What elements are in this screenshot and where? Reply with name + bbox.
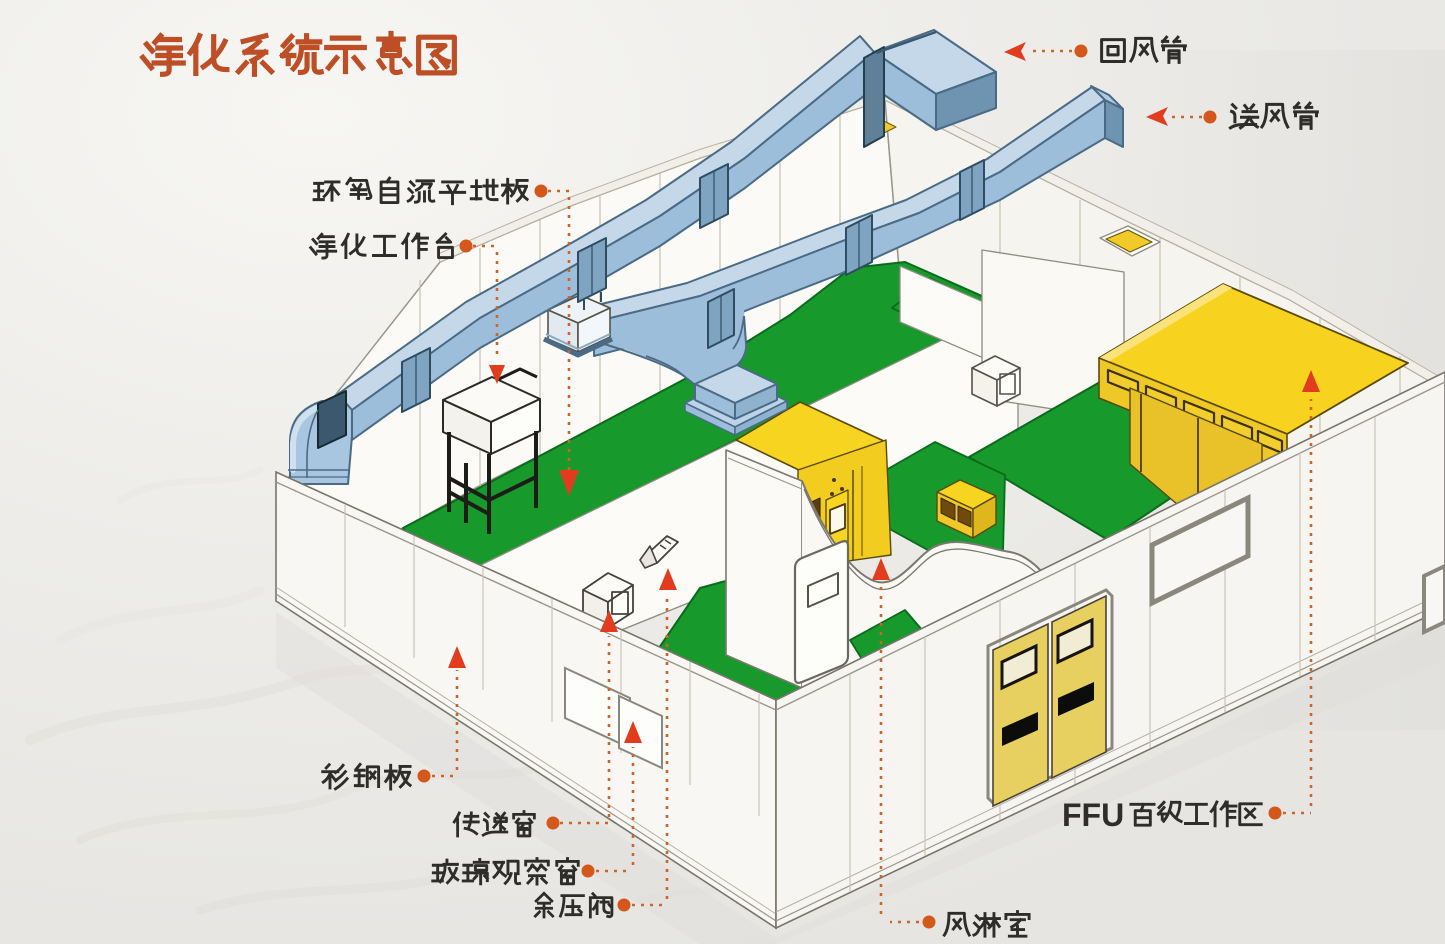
svg-text:FFU: FFU — [1062, 797, 1124, 833]
